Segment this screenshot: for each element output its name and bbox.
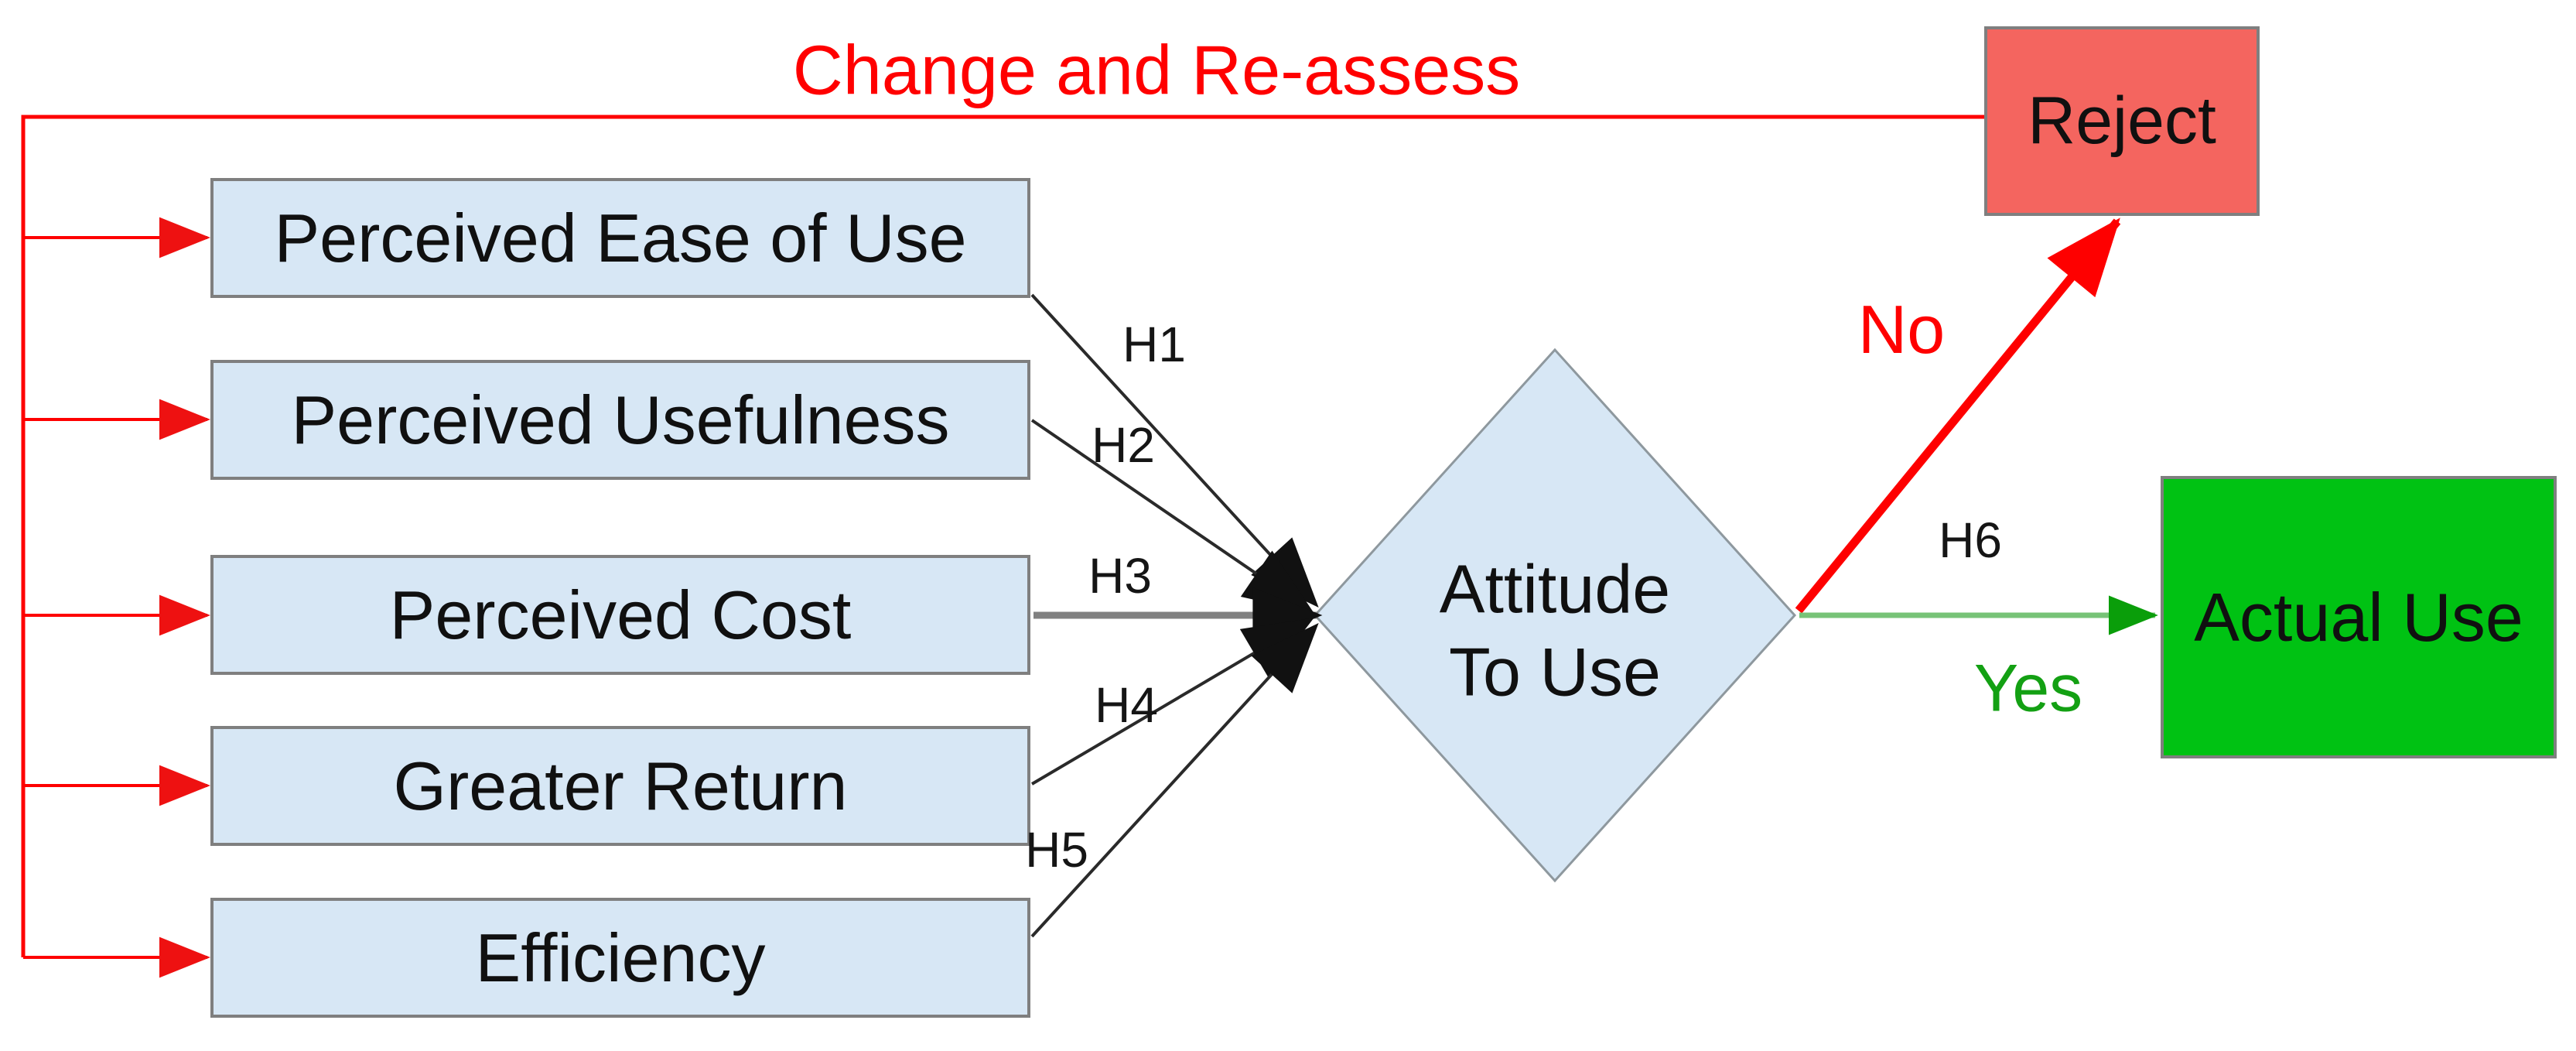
h5-arrow — [1030, 623, 1319, 938]
decision-label-line2: To Use — [1449, 634, 1661, 710]
factor-label: Efficiency — [475, 919, 766, 996]
hypothesis-label-h2: H2 — [1092, 417, 1155, 473]
reject-box: Reject — [1984, 26, 2260, 216]
decision-diamond — [1313, 347, 1797, 883]
decision-label-line1: Attitude — [1439, 550, 1671, 628]
factor-box-perceived-cost: Perceived Cost — [210, 555, 1030, 675]
actual-use-box: Actual Use — [2161, 476, 2557, 758]
h4-arrow — [1030, 618, 1314, 786]
factor-box-efficiency: Efficiency — [210, 898, 1030, 1018]
hypothesis-label-h1: H1 — [1122, 317, 1186, 372]
factor-box-perceived-ease-of-use: Perceived Ease of Use — [210, 178, 1030, 298]
hypothesis-label-h4: H4 — [1095, 677, 1158, 733]
factor-box-perceived-usefulness: Perceived Usefulness — [210, 360, 1030, 480]
no-arrow — [1795, 217, 2121, 614]
factor-box-greater-return: Greater Return — [210, 726, 1030, 846]
hypothesis-label-h6: H6 — [1939, 512, 2002, 568]
hypothesis-label-h3: H3 — [1088, 548, 1152, 604]
h2-arrow — [1030, 419, 1314, 614]
no-label: No — [1857, 291, 1946, 368]
feedback-line — [21, 115, 1984, 957]
factor-label: Perceived Cost — [389, 576, 852, 653]
reject-label: Reject — [2028, 84, 2216, 158]
yes-label: Yes — [1973, 651, 2083, 726]
factor-label: Perceived Usefulness — [291, 381, 950, 458]
factor-label: Perceived Ease of Use — [274, 199, 967, 276]
factor-label: Greater Return — [393, 747, 848, 824]
feedback-label: Change and Re-assess — [792, 32, 1521, 110]
actual-use-label: Actual Use — [2194, 578, 2523, 656]
hypothesis-label-h5: H5 — [1025, 822, 1088, 878]
decision-label: Attitude To Use — [1440, 548, 1670, 714]
